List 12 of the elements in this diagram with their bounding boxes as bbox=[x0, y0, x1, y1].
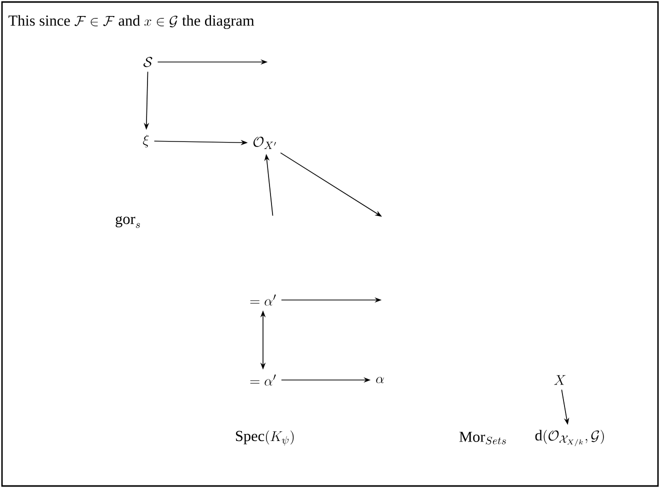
math-term: $= \alpha'$ bbox=[250, 294, 276, 306]
math-label: $\mathrm{Mor}_{Sets}$ bbox=[459, 432, 506, 444]
math-term: $\xi$ bbox=[142, 134, 149, 148]
math-term: $\mathcal{O}_{X'}$ bbox=[253, 136, 276, 149]
math-term: $\mathrm{d}(\mathcal{O}_{\mathcal{X}_{X/k}}, \mathcal{G})$ bbox=[535, 430, 604, 446]
math-term: $= \alpha'$ bbox=[250, 374, 276, 386]
math-term: $\alpha$ bbox=[376, 376, 384, 384]
math-label: $\mathrm{Spec}(K_{\psi})$ bbox=[236, 430, 294, 446]
math-term: $\mathcal{S}$ bbox=[143, 56, 152, 68]
math-term: $X$ bbox=[554, 375, 566, 385]
title: $\text{This since } \mathcal{F} \in \mathcal{F} \text{ and } x \in \mathcal{G} \text{ the diagram}$ bbox=[8, 15, 254, 29]
math-label: $\mathrm{gor}_s$ bbox=[116, 216, 140, 228]
